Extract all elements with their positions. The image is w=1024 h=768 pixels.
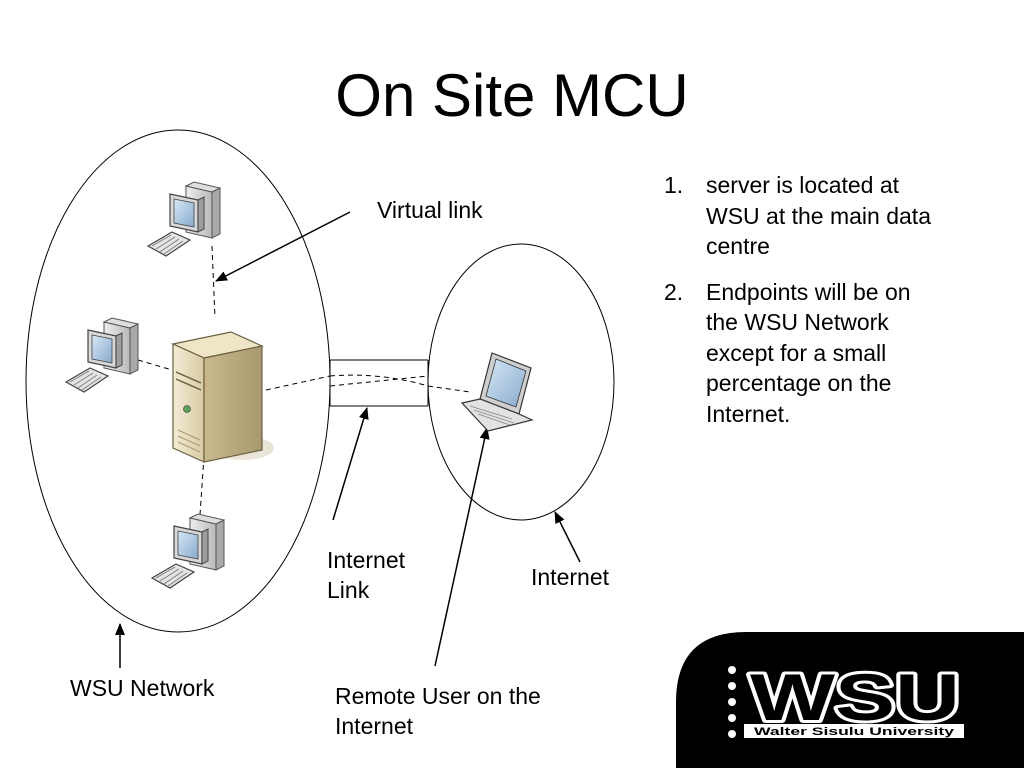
list-line: server is located at — [706, 172, 900, 198]
virtual-link-right-c — [329, 375, 429, 387]
list-line: Endpoints will be on — [706, 278, 911, 305]
list-line: the WSU Network — [706, 309, 889, 335]
list-line: except for a small — [706, 339, 887, 366]
desktop-computer-icon — [147, 181, 221, 257]
desktop-computer-icon — [151, 513, 225, 589]
list-line: WSU at the main data — [706, 202, 931, 229]
virtual-link-left — [137, 359, 173, 371]
arrow-internet — [554, 511, 581, 563]
laptop-icon — [460, 352, 534, 432]
desktop-computer-icon — [65, 317, 139, 393]
list-number: 1. — [664, 172, 684, 198]
list-item: 2. Endpoints will be on the WSU Network … — [664, 277, 984, 430]
list-number: 2. — [664, 278, 684, 305]
list-line: percentage on the — [706, 370, 892, 396]
svg-text:Walter Sisulu University: Walter Sisulu University — [754, 726, 955, 738]
remote-user-label-line2: Internet — [335, 713, 413, 739]
svg-text:WSU: WSU — [750, 660, 960, 734]
internet-link-label-line1: Internet — [327, 547, 405, 573]
slide-title: On Site MCU — [335, 62, 689, 129]
virtual-link-bottom — [199, 455, 205, 516]
svg-text:WSU: WSU — [750, 660, 960, 734]
arrow-virtual-link — [215, 211, 351, 282]
arrow-internet-link — [332, 407, 369, 521]
wsu-logo: WSU WSU Walter Sisulu University — [676, 632, 1024, 768]
virtual-link-right-b — [329, 374, 471, 393]
internet-link-label-line2: Link — [327, 577, 370, 603]
virtual-link-top — [211, 245, 216, 319]
arrow-remote-user — [434, 427, 490, 667]
list-line: Internet. — [706, 400, 791, 427]
virtual-link-right-a — [265, 375, 331, 391]
remote-user-label-line1: Remote User on the — [335, 683, 541, 709]
list-line: centre — [706, 233, 770, 259]
internet-link-tunnel — [329, 359, 429, 407]
virtual-link-label: Virtual link — [377, 197, 483, 223]
wsu-network-label: WSU Network — [70, 675, 215, 701]
list-item: 1. server is located at WSU at the main … — [664, 170, 984, 262]
server-tower-icon — [171, 331, 274, 463]
numbered-list: 1. server is located at WSU at the main … — [664, 170, 984, 444]
internet-label: Internet — [531, 564, 609, 590]
